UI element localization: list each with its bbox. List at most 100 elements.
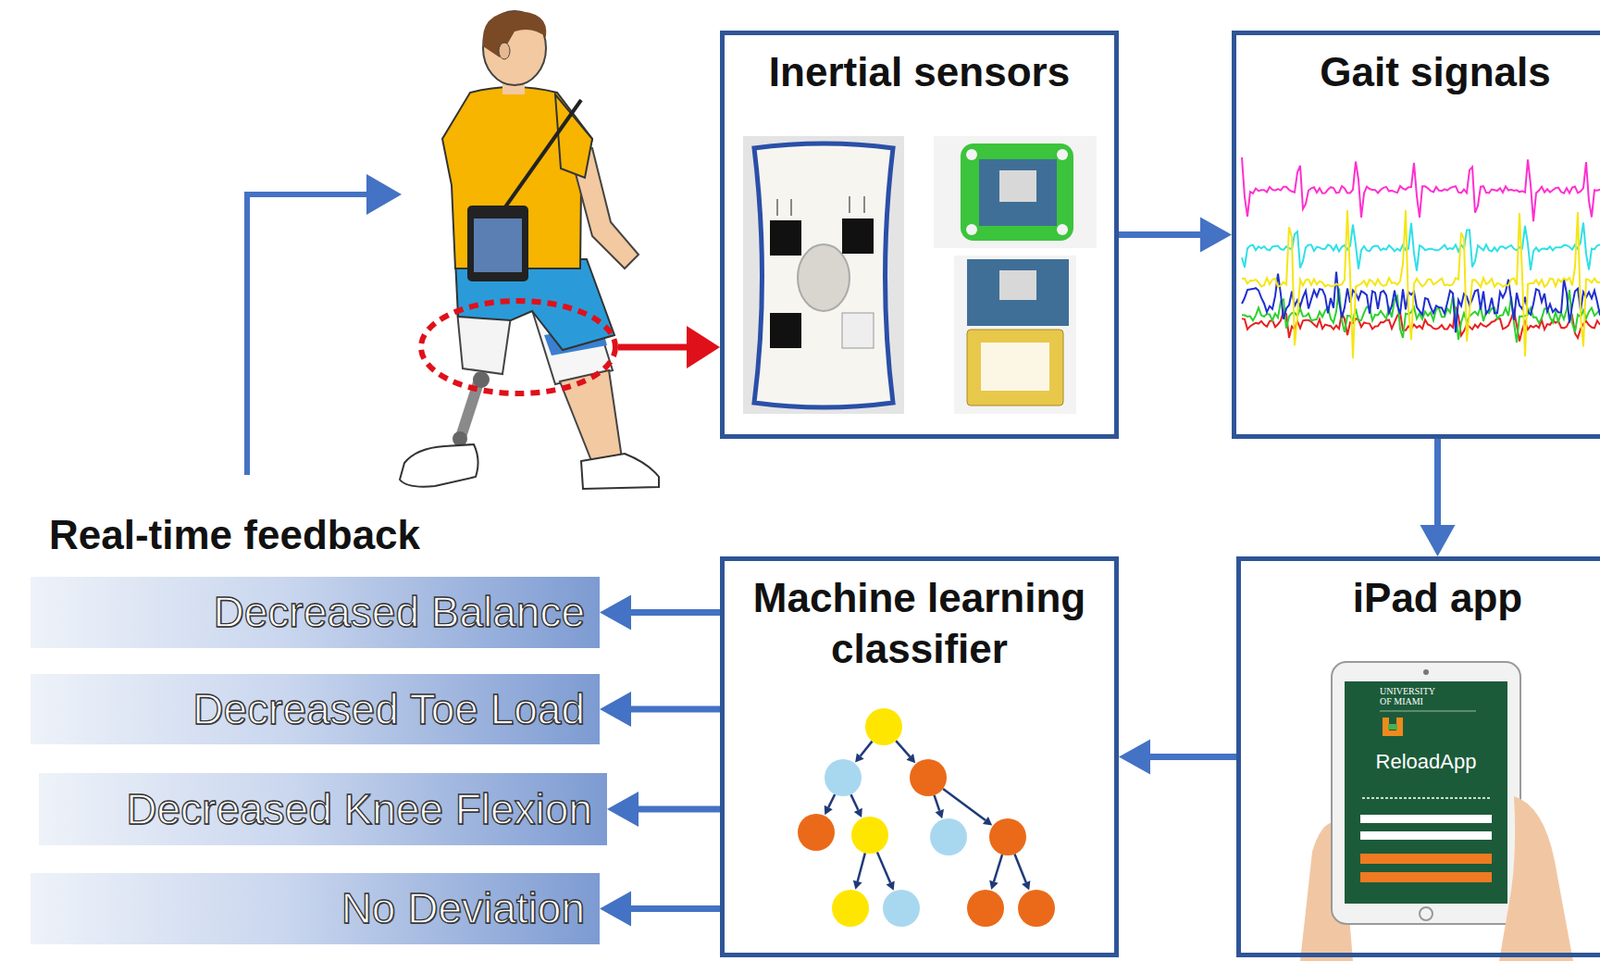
decision-tree-icon	[828, 793, 835, 807]
arrow-line	[1434, 438, 1441, 529]
feedback-arrow	[247, 173, 402, 475]
sensor-housing-photo	[960, 143, 1074, 241]
arrow-head	[1420, 524, 1456, 557]
decision-tree-icon	[850, 793, 862, 818]
arrow-line	[627, 706, 720, 713]
knee-sleeve-photo	[842, 312, 874, 348]
decision-tree-icon	[1017, 889, 1055, 927]
arrow-head	[1200, 217, 1232, 253]
sensor-housing-photo	[999, 170, 1037, 202]
knee-highlight	[686, 325, 720, 369]
flow-arrow	[599, 691, 720, 727]
node-text: Gait signals	[1245, 46, 1600, 98]
gait-signal-traces	[1241, 157, 1600, 222]
feedback-band: Decreased Toe Load	[30, 673, 600, 745]
node-text: Machine learning classifier	[733, 571, 1105, 674]
sensor-housing-photo	[966, 223, 978, 236]
decision-tree-icon	[906, 753, 917, 763]
sensor-housing-photo	[966, 148, 978, 161]
sensor-housing-photo	[933, 136, 1097, 249]
knee-sleeve-photo	[777, 196, 865, 216]
ipad-illustration	[1360, 871, 1492, 882]
knee-sleeve-photo	[743, 136, 905, 414]
decision-tree-icon	[909, 758, 947, 796]
feedback-band: No Deviation	[30, 872, 600, 944]
walking-person	[483, 11, 547, 58]
ipad-illustration	[1360, 814, 1492, 823]
arrow-head	[607, 791, 639, 827]
process-box: Gait signals	[1231, 30, 1600, 439]
decision-tree-icon	[855, 741, 872, 763]
ipad-illustration	[1360, 853, 1492, 864]
decision-tree-icon	[865, 707, 903, 745]
flow-arrow	[599, 595, 720, 631]
walking-person	[467, 205, 529, 282]
decision-tree-icon	[1021, 880, 1030, 890]
arrow-line	[634, 806, 720, 813]
flow-arrow	[599, 891, 720, 927]
walking-person	[581, 453, 659, 489]
decision-tree-icon	[942, 788, 986, 820]
decision-tree-icon	[797, 707, 1055, 927]
node-text: No Deviation	[341, 884, 585, 932]
decision-tree-icon	[895, 740, 910, 757]
knee-highlight	[421, 300, 720, 394]
ipad-illustration	[1300, 661, 1574, 961]
process-box: Inertial sensors	[719, 30, 1119, 439]
decision-tree-icon	[934, 794, 941, 811]
ipad-illustration	[1419, 906, 1433, 920]
sensor-board-photo	[999, 270, 1037, 300]
walking-person	[499, 99, 582, 215]
decision-tree-icon	[853, 880, 863, 890]
sensor-board-photo	[954, 255, 1077, 414]
knee-highlight	[421, 300, 616, 394]
arrow-line	[627, 608, 720, 616]
decision-tree-icon	[967, 889, 1005, 927]
node-text: Decreased Balance	[213, 588, 585, 636]
sensor-board-photo	[980, 342, 1050, 391]
node-text: Decreased Knee Flexion	[125, 785, 593, 833]
walking-person	[555, 94, 593, 178]
decision-tree-icon	[860, 741, 873, 757]
section-heading: Real-time feedback	[49, 510, 421, 560]
decision-tree-icon	[989, 854, 1003, 890]
flow-arrow	[1420, 438, 1456, 557]
decision-tree-icon	[854, 807, 863, 818]
gait-signal-traces	[1241, 157, 1600, 359]
decision-tree-icon	[1014, 854, 1026, 883]
feedback-arrow	[366, 173, 402, 215]
decision-tree-icon	[824, 793, 835, 815]
decision-tree-icon	[877, 851, 895, 890]
sensor-housing-photo	[979, 159, 1057, 226]
feedback-arrow	[247, 194, 371, 475]
decision-tree-icon	[853, 852, 866, 889]
node-text: Decreased Toe Load	[192, 685, 585, 733]
decision-tree-icon	[824, 758, 862, 796]
walking-person	[473, 218, 522, 273]
arrow-line	[1118, 231, 1204, 238]
sensor-board-photo	[954, 255, 1077, 414]
decision-tree-icon	[886, 880, 895, 890]
decision-tree-icon	[993, 854, 1003, 881]
flow-arrow	[607, 791, 720, 827]
decision-tree-icon	[935, 808, 944, 819]
node-text: Inertial sensors	[733, 46, 1105, 98]
flow-arrow	[1118, 217, 1232, 253]
sensor-board-photo	[967, 259, 1069, 326]
walking-person	[498, 42, 510, 60]
walking-person	[472, 371, 490, 388]
decision-tree-icon	[930, 818, 968, 856]
knee-highlight	[618, 344, 691, 351]
knee-sleeve-photo	[754, 143, 894, 408]
ipad-illustration	[1379, 710, 1476, 712]
feedback-band: Decreased Knee Flexion	[38, 772, 608, 845]
knee-sleeve-photo	[769, 312, 802, 348]
app-name: ReloadApp	[1376, 749, 1477, 774]
decision-tree-icon	[824, 805, 833, 815]
ipad-illustration	[1423, 669, 1429, 675]
walking-person	[399, 444, 479, 487]
decision-tree-icon	[851, 816, 889, 854]
gait-signal-traces	[1241, 272, 1600, 334]
ipad-illustration	[1362, 796, 1490, 799]
sensor-housing-photo	[1056, 223, 1068, 236]
